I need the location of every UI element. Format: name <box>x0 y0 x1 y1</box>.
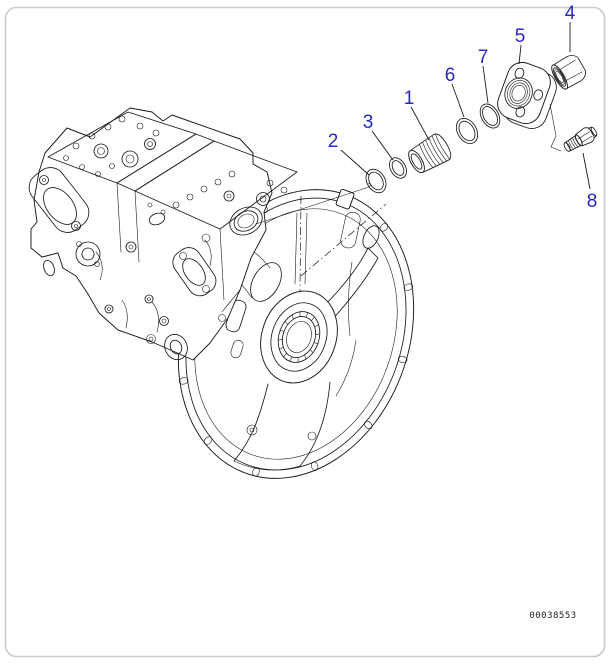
shaft-hub-drawing <box>260 290 338 384</box>
left-port-flange <box>28 167 90 233</box>
callout-7-leader <box>482 65 489 104</box>
assembly-axis-line <box>255 186 370 225</box>
callout-2-leader <box>340 149 370 176</box>
callout-1-leader <box>410 106 430 141</box>
valve-block-ports <box>63 115 160 177</box>
part-8-bolt <box>563 126 598 152</box>
spline-teeth <box>277 311 321 363</box>
callout-3-label[interactable]: 3 <box>363 112 374 133</box>
reference-witness-line <box>549 103 562 152</box>
callout-3-leader <box>371 130 394 161</box>
centerline-vertical <box>299 195 302 292</box>
valve-port-bore <box>229 206 263 236</box>
callout-8-label[interactable]: 8 <box>587 191 598 212</box>
part-4-nut <box>551 55 587 90</box>
callout-2-label[interactable]: 2 <box>328 131 339 152</box>
callout-leaders <box>340 22 591 190</box>
callout-4-label[interactable]: 4 <box>565 3 576 24</box>
lower-port-flange <box>172 247 217 297</box>
part-6-o-ring <box>455 117 479 145</box>
callout-5-label[interactable]: 5 <box>515 26 526 47</box>
callout-7-label[interactable]: 7 <box>478 47 489 68</box>
pump-body-drawing <box>28 107 298 361</box>
callout-8-leader <box>582 152 591 190</box>
callout-6-label[interactable]: 6 <box>445 65 456 86</box>
callout-1-label[interactable]: 1 <box>404 88 415 109</box>
drawing-number: 00038553 <box>529 611 576 621</box>
part-2-snap-ring <box>365 168 387 194</box>
mounting-lug-hole <box>43 259 55 277</box>
part-1-plug <box>408 133 452 174</box>
callout-5-leader <box>518 44 522 65</box>
diagram-frame <box>4 6 606 658</box>
callout-6-leader <box>451 83 465 118</box>
centerline-diagonal <box>300 203 387 277</box>
part-3-o-ring <box>389 157 407 179</box>
pump-top-ports <box>147 170 288 236</box>
part-7-o-ring <box>479 103 501 129</box>
part-5-flange <box>497 61 557 129</box>
